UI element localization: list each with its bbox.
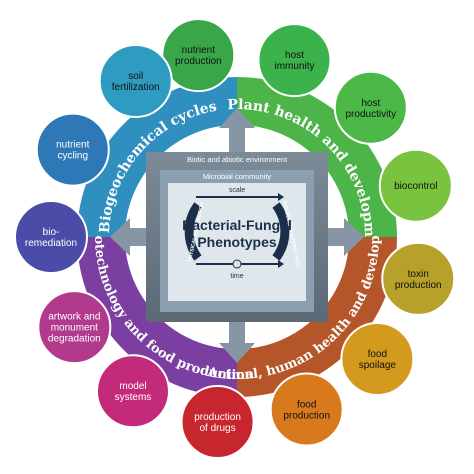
arrow-up [219, 108, 255, 155]
community-label: Microbial community [203, 172, 272, 181]
bubble-label-line: cycling [57, 151, 88, 162]
bubble-label-line: food [297, 399, 316, 410]
bubble-label-line: food [368, 349, 387, 360]
bubble-circle [340, 322, 415, 397]
bubble-label-line: productivity [346, 109, 397, 120]
environment-label: Biotic and abiotic environment [187, 155, 288, 164]
bubble-circle [95, 354, 170, 429]
bubble-label-line: of drugs [199, 423, 235, 434]
time-label: time [230, 273, 243, 280]
bubble-label-line: degradation [48, 334, 101, 345]
bubble-label-line: biocontrol [394, 181, 437, 192]
bubble-label-line: production [395, 280, 442, 291]
bubble-label-line: host [361, 98, 380, 109]
arrow-down [219, 318, 255, 363]
bubble-circle [381, 241, 456, 316]
bubble-circle [333, 70, 408, 145]
bubble-circle [98, 44, 173, 119]
bubble-label-line: remediation [25, 238, 77, 249]
bubble-label-line: model [119, 381, 146, 392]
arrow-left [110, 218, 150, 256]
bubble-label-line: production [194, 412, 241, 423]
center-title-line1: Bacterial-Fungal [182, 217, 292, 233]
bubble-label-line: systems [115, 392, 152, 403]
scale-label: scale [229, 187, 245, 194]
arrow-right [324, 218, 364, 256]
bubble-label-line: nutrient [182, 45, 216, 56]
arrows [110, 108, 364, 363]
bubble-label-line: nutrient [56, 140, 90, 151]
bubble-circle [37, 290, 112, 365]
bubble-label-line: production [283, 410, 330, 421]
physical-arc [184, 202, 202, 261]
bubble-label-line: immunity [274, 61, 314, 72]
bubble-circle [378, 148, 453, 223]
bubble-label-line: production [175, 56, 222, 67]
bubble-circle [180, 384, 255, 459]
bubble-biocontrol: biocontrol [378, 148, 453, 223]
bubble-label-line: spoilage [359, 360, 397, 371]
bubble-circle [269, 372, 344, 447]
bubble-label-line: toxin [408, 269, 429, 280]
bubble-circle [35, 112, 110, 187]
center-title-line2: Phenotypes [197, 234, 277, 250]
bubble-circle [161, 18, 236, 93]
bubble-circle [14, 200, 88, 274]
bubble-label-line: monument [51, 323, 98, 334]
time-arrowhead [278, 260, 284, 268]
bubble-bio-remediation: bio-remediation [14, 200, 88, 274]
bubble-label-line: bio- [43, 227, 60, 238]
bubble-circle [257, 23, 332, 98]
bubble-label-line: artwork and [48, 312, 100, 323]
molecular-arc [272, 202, 290, 261]
clock-icon [232, 259, 242, 269]
bubble-label-line: host [285, 50, 304, 61]
scale-arrowhead [278, 193, 284, 201]
bubble-label-line: soil [128, 71, 143, 82]
bubble-label-line: fertilization [112, 82, 160, 93]
application-bubbles: nutrientproductionhostimmunityhostproduc… [14, 18, 456, 459]
